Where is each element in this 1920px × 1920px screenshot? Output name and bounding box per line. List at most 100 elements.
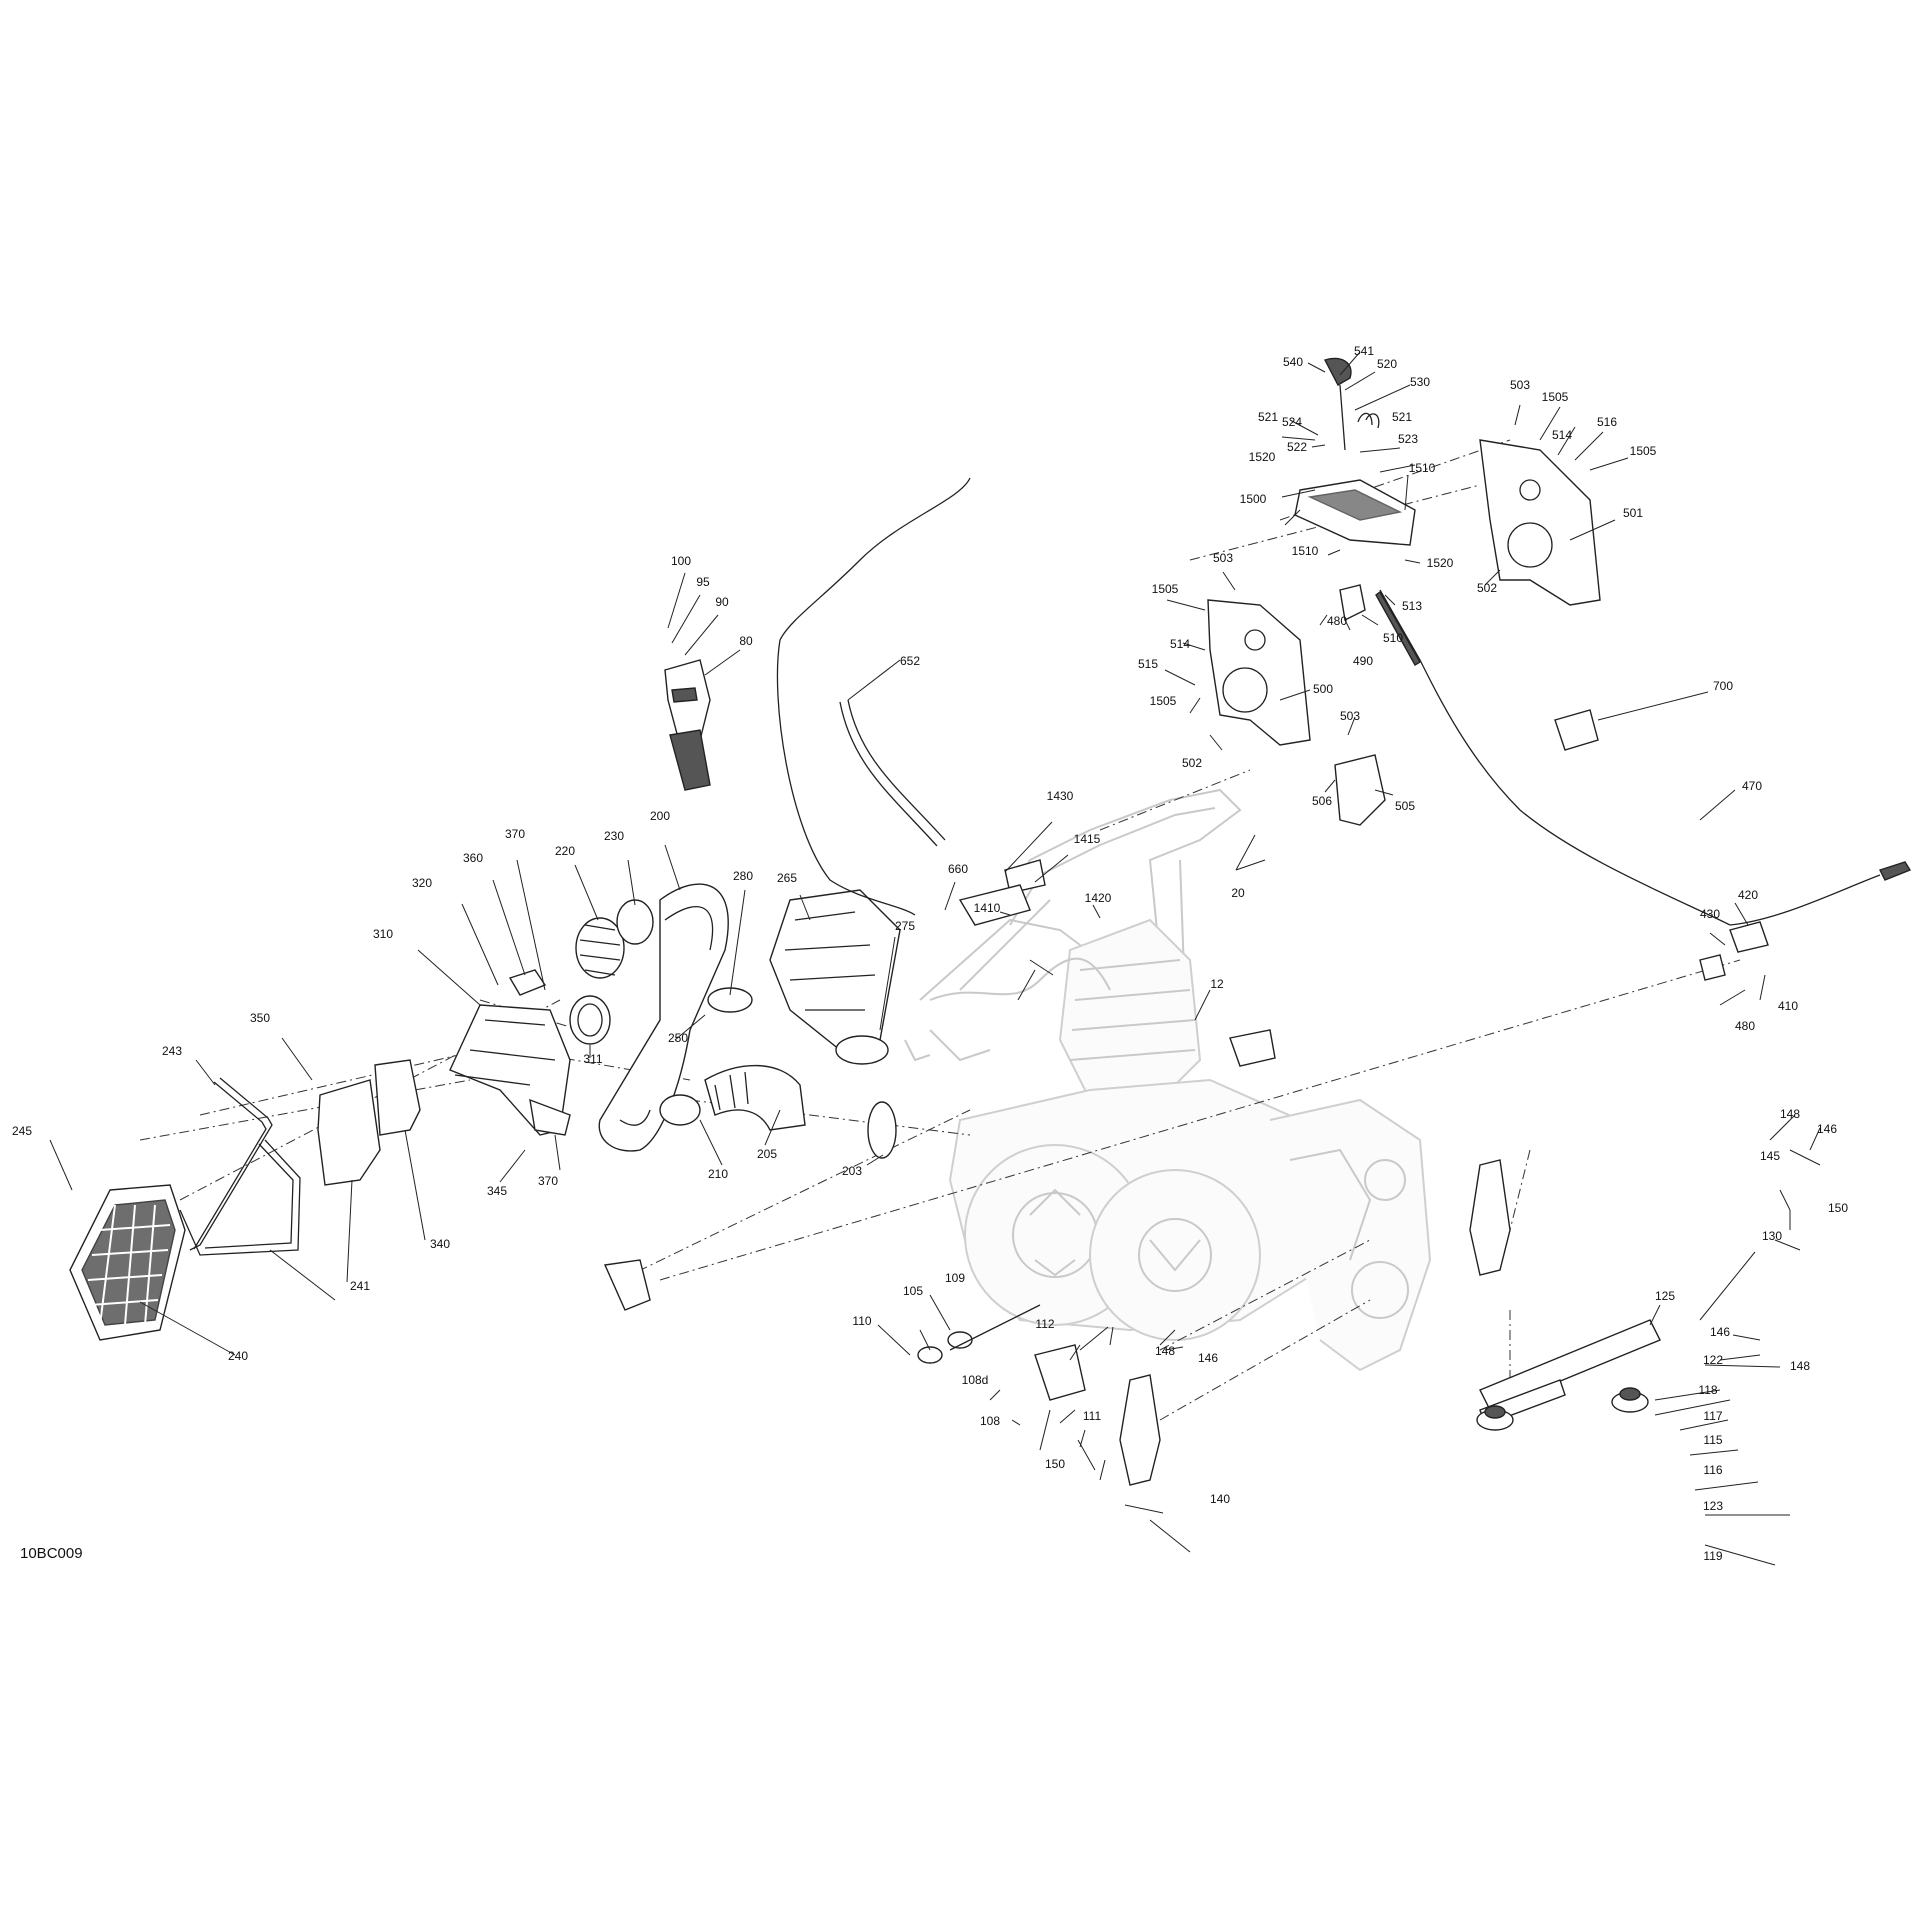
- callout-360: 360: [463, 851, 483, 865]
- callout-90: 90: [715, 595, 729, 609]
- part-200-duct: [598, 883, 729, 1152]
- callout-280: 280: [733, 869, 753, 883]
- callout-700: 700: [1713, 679, 1733, 693]
- callout-1510-top: 1510: [1409, 461, 1436, 475]
- callout-200: 200: [650, 809, 670, 823]
- part-230-clamp: [616, 899, 654, 945]
- callout-116: 116: [1703, 1463, 1722, 1477]
- callout-652: 652: [900, 654, 920, 668]
- part-203-clamp: [867, 1101, 897, 1159]
- callout-350: 350: [250, 1011, 270, 1025]
- callout-118: 118: [1698, 1383, 1717, 1397]
- callout-245: 245: [12, 1124, 32, 1138]
- callout-109: 109: [945, 1271, 965, 1285]
- callout-1505-left: 1505: [1152, 582, 1179, 596]
- part-118-mount: [1611, 1387, 1649, 1413]
- callout-150-right: 150: [1828, 1201, 1848, 1215]
- part-310-airbox: [449, 1004, 571, 1136]
- callout-1505-top: 1505: [1542, 390, 1569, 404]
- part-1430-plate: [1004, 859, 1046, 894]
- callout-514-top: 514: [1552, 428, 1572, 442]
- callout-108d: 108d: [962, 1373, 989, 1387]
- part-410-bracket: [1699, 921, 1769, 981]
- callout-310: 310: [373, 927, 393, 941]
- engine-ghost: [904, 788, 1432, 1372]
- callout-524: 524: [1282, 415, 1302, 429]
- callout-320: 320: [412, 876, 432, 890]
- callout-1505-right: 1505: [1630, 444, 1657, 458]
- part-660-cable: [776, 477, 971, 916]
- callout-516: 516: [1597, 415, 1617, 429]
- callout-20: 20: [1231, 886, 1245, 900]
- callout-541: 541: [1354, 344, 1374, 358]
- callout-345: 345: [487, 1184, 507, 1198]
- callout-220: 220: [555, 844, 575, 858]
- callout-1415: 1415: [1074, 832, 1101, 846]
- callout-470: 470: [1742, 779, 1762, 793]
- callout-250: 250: [668, 1031, 688, 1045]
- callout-125: 125: [1655, 1289, 1675, 1303]
- callout-100: 100: [671, 554, 691, 568]
- callout-503-mid: 503: [1213, 551, 1233, 565]
- callout-146-top: 146: [1817, 1122, 1837, 1136]
- part-500-plate: [1207, 599, 1311, 746]
- part-652-hose: [839, 699, 946, 847]
- callout-1420: 1420: [1085, 891, 1112, 905]
- part-280-clamp: [707, 987, 753, 1013]
- part-243-seal: [189, 1077, 273, 1251]
- callout-660: 660: [948, 862, 968, 876]
- callout-148-top: 148: [1780, 1107, 1800, 1121]
- part-700-bracket: [1554, 709, 1599, 751]
- callout-210: 210: [708, 1167, 728, 1181]
- part-bracket-lower: [603, 1259, 651, 1311]
- callout-146-low: 146: [1198, 1351, 1218, 1365]
- callout-230: 230: [604, 829, 624, 843]
- part-470-cable: [1375, 589, 1912, 926]
- callout-146-mid: 146: [1710, 1325, 1730, 1339]
- callout-430: 430: [1700, 907, 1720, 921]
- part-505-cover: [1334, 754, 1386, 826]
- callout-505: 505: [1395, 799, 1415, 813]
- callout-370-bottom: 370: [538, 1174, 558, 1188]
- callout-523: 523: [1398, 432, 1418, 446]
- part-80-bracket: [664, 659, 711, 791]
- part-360-bracket: [508, 969, 547, 996]
- callout-265: 265: [777, 871, 797, 885]
- callout-140: 140: [1210, 1492, 1230, 1506]
- callout-480-top: 480: [1327, 614, 1347, 628]
- callout-115: 115: [1703, 1433, 1722, 1447]
- callout-241: 241: [350, 1279, 370, 1293]
- part-145-bracket: [1469, 1159, 1511, 1276]
- part-210-clamp: [659, 1094, 701, 1126]
- drawing-code: 10BC009: [20, 1545, 83, 1562]
- part-240-grille: [69, 1184, 186, 1341]
- callout-108: 108: [980, 1414, 1000, 1428]
- callout-148-right: 148: [1790, 1359, 1810, 1373]
- callout-111: 111: [1083, 1409, 1102, 1423]
- part-345-filter: [374, 1059, 421, 1136]
- callout-145: 145: [1760, 1149, 1780, 1163]
- callout-500: 500: [1313, 682, 1333, 696]
- callout-labels: 100 95 90 80 652 200 230 220 370 360 320…: [12, 344, 1848, 1563]
- part-1500-console: [1294, 479, 1416, 546]
- callout-513: 513: [1402, 599, 1422, 613]
- callout-112: 112: [1035, 1317, 1054, 1331]
- callout-1410: 1410: [974, 901, 1001, 915]
- callout-311: 311: [583, 1052, 602, 1066]
- part-275-clamp: [835, 1035, 889, 1065]
- callout-510: 510: [1383, 631, 1403, 645]
- callout-515: 515: [1138, 657, 1158, 671]
- callout-130: 130: [1762, 1229, 1782, 1243]
- callout-1430: 1430: [1047, 789, 1074, 803]
- part-1415-module: [958, 884, 1031, 926]
- callout-522: 522: [1287, 440, 1307, 454]
- callout-506: 506: [1312, 794, 1332, 808]
- callout-122: 122: [1703, 1353, 1723, 1367]
- callout-514-left: 514: [1170, 637, 1190, 651]
- part-109-bolt: [949, 1304, 1041, 1351]
- part-340-filter: [317, 1079, 381, 1186]
- part-115-mount: [1476, 1405, 1514, 1431]
- callout-150-left: 150: [1045, 1457, 1065, 1471]
- callout-12: 12: [1210, 977, 1224, 991]
- callout-1505-bottom: 1505: [1150, 694, 1177, 708]
